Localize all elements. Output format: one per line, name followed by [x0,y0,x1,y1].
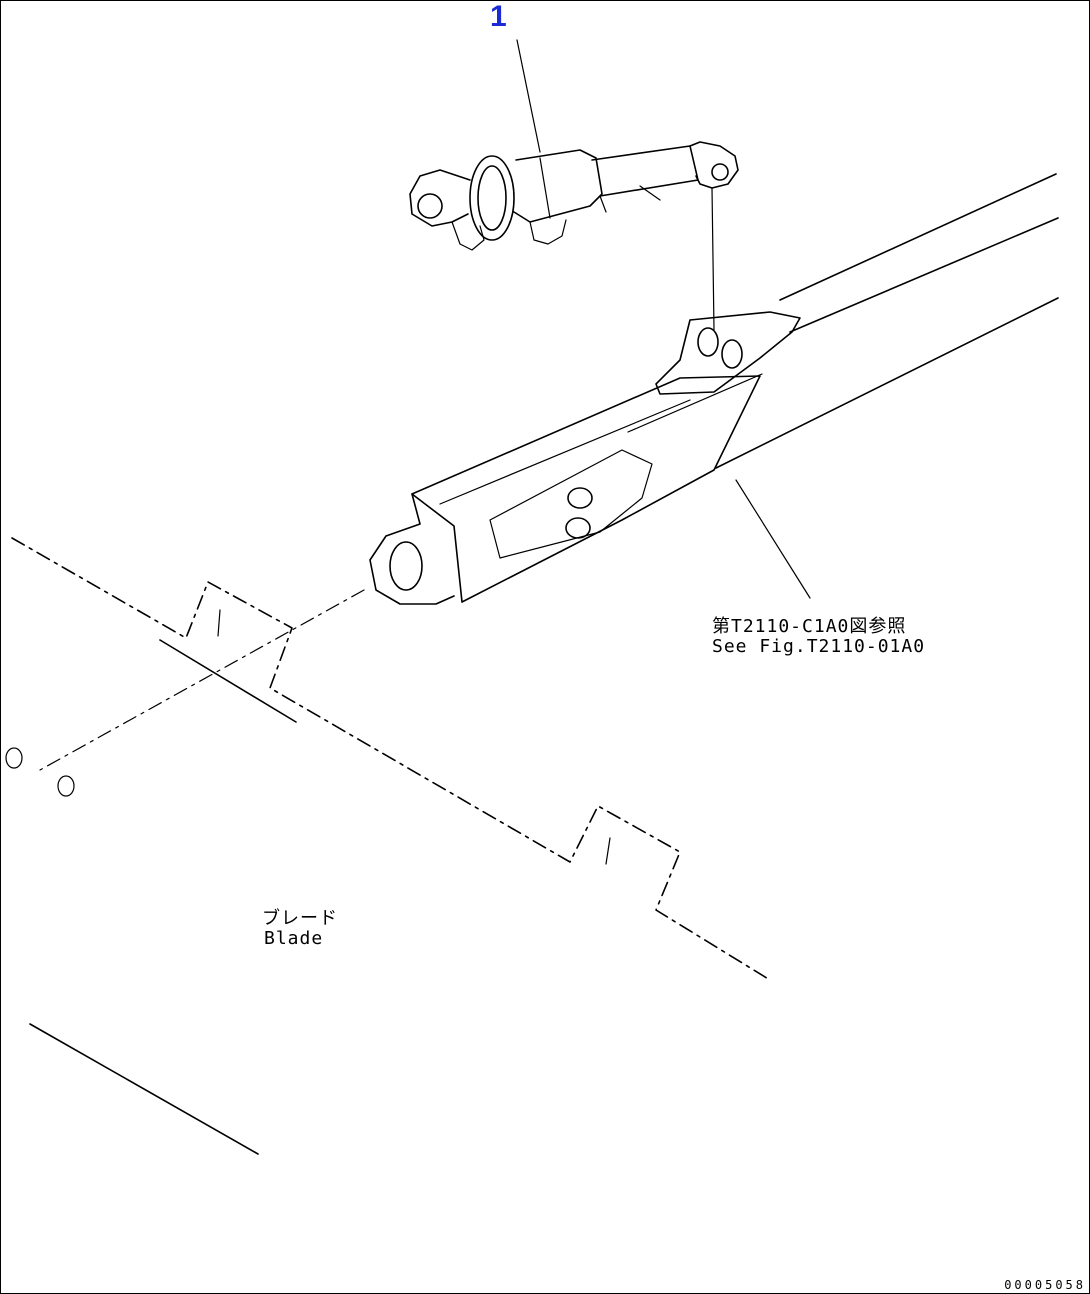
callout-leader-line [516,39,541,153]
reference-label-japanese: 第T2110-C1A0図参照 [712,616,907,637]
pin-hole-left [5,747,23,769]
blade-outline [11,537,771,1155]
part-callout-number[interactable]: 1 [490,0,507,33]
document-number: 00005058 [1004,1278,1086,1292]
reference-leader-line [735,479,811,599]
pin-hole-right [57,775,75,797]
hydraulic-cylinder [409,141,739,251]
blade-label-english: Blade [264,928,324,949]
frame-arm [369,173,1059,605]
pin-line [711,187,715,331]
center-line [39,589,365,771]
blade-label-japanese: ブレード [262,908,338,929]
reference-label-english[interactable]: See Fig.T2110-01A0 [712,636,926,657]
